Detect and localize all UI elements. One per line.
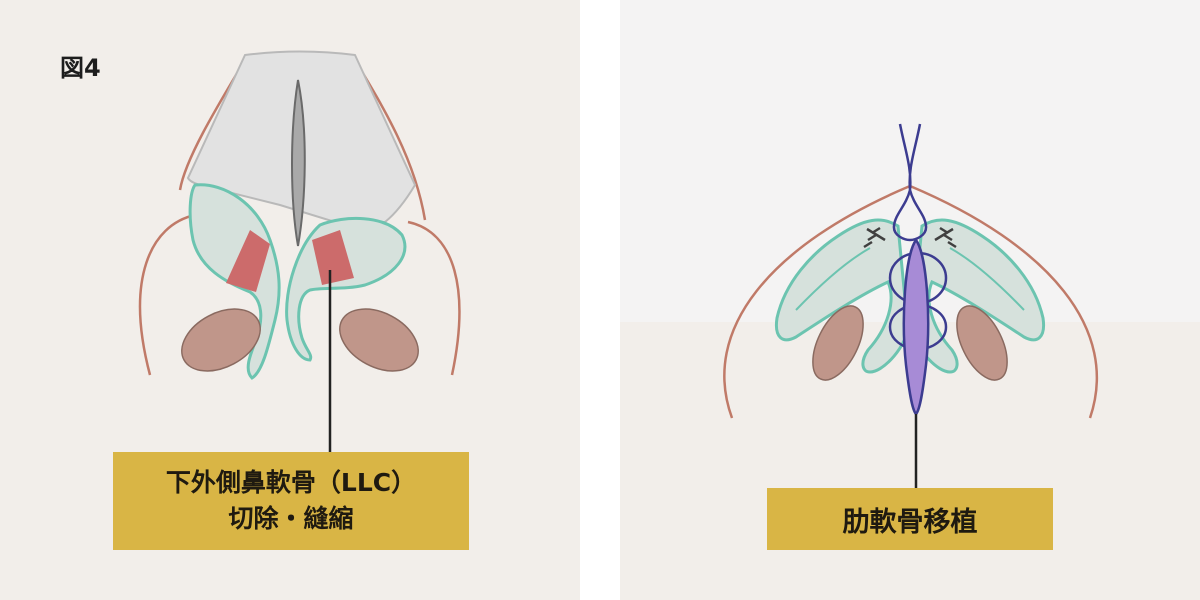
left-ala-right xyxy=(407,220,461,376)
llc-graft-right xyxy=(910,218,1046,374)
suture-right xyxy=(934,226,957,249)
septal-cartilage xyxy=(291,79,306,247)
suture-left xyxy=(863,226,886,249)
septum-outline xyxy=(892,123,928,242)
left-caption-box: 下外側鼻軟骨（LLC） 切除・縫縮 xyxy=(113,452,469,550)
right-caption-box: 肋軟骨移植 xyxy=(767,488,1053,550)
nostril-right xyxy=(339,308,419,372)
llc-graft-left xyxy=(774,218,910,374)
left-ala-left xyxy=(138,213,196,376)
excision-left xyxy=(226,230,270,292)
left-panel: 図4 下外側鼻軟骨（LLC） 切除・縫縮 xyxy=(0,0,580,600)
nostril-left xyxy=(812,305,864,381)
right-caption-text: 肋軟骨移植 xyxy=(842,506,978,538)
rib-cartilage-graft xyxy=(902,237,930,416)
llc-inner-left xyxy=(795,247,871,311)
nostril-right xyxy=(956,305,1008,381)
nostril-left xyxy=(181,308,261,372)
figure-label: 図4 xyxy=(60,54,101,82)
llc-inner-right xyxy=(949,247,1025,311)
left-nose-illustration xyxy=(138,50,461,452)
right-nose-illustration xyxy=(723,123,1099,488)
left-caption-line2: 切除・縫縮 xyxy=(228,504,354,533)
left-caption-line1: 下外側鼻軟骨（LLC） xyxy=(165,468,417,497)
excision-right xyxy=(312,230,354,285)
right-panel: 肋軟骨移植 xyxy=(620,0,1200,600)
